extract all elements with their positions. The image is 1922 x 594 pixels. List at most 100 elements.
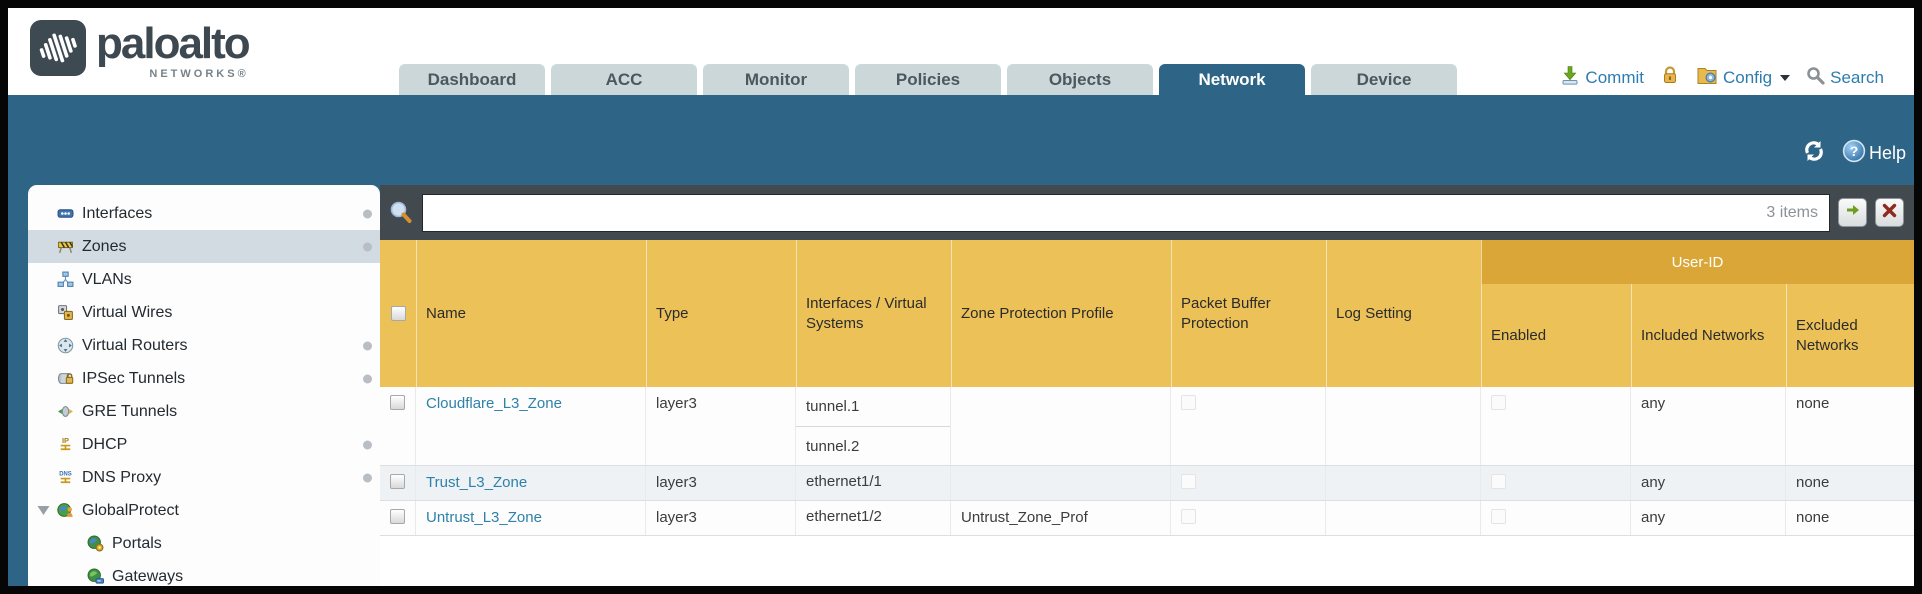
status-dot <box>363 341 372 350</box>
expand-caret-icon[interactable] <box>36 504 51 517</box>
status-dot <box>363 209 372 218</box>
tab-dashboard[interactable]: Dashboard <box>399 64 545 95</box>
commit-button[interactable]: Commit <box>1560 65 1644 90</box>
cell-excluded-networks: none <box>1796 509 1830 526</box>
cell-packet-buffer <box>1171 387 1326 465</box>
cell-type: layer3 <box>646 387 796 465</box>
tab-policies[interactable]: Policies <box>855 64 1001 95</box>
packet-buffer-checkbox[interactable] <box>1181 474 1196 489</box>
sidebar-item-virtual-routers[interactable]: Virtual Routers <box>28 329 380 362</box>
config-dropdown[interactable]: Config <box>1696 65 1791 90</box>
enabled-checkbox[interactable] <box>1491 474 1506 489</box>
config-icon <box>1696 65 1718 90</box>
dns-proxy-icon: DNS <box>56 468 75 487</box>
tab-device[interactable]: Device <box>1311 64 1457 95</box>
sidebar-item-globalprotect[interactable]: GlobalProtect <box>28 494 380 527</box>
col-log-setting[interactable]: Log Setting <box>1326 240 1481 387</box>
cell-excluded-networks: none <box>1796 474 1830 491</box>
col-enabled[interactable]: Enabled <box>1481 284 1631 387</box>
sidebar-item-label: Virtual Routers <box>82 336 188 354</box>
sidebar-item-label: GlobalProtect <box>82 501 179 519</box>
row-checkbox[interactable] <box>390 395 405 410</box>
top-actions: Commit <box>1560 65 1884 90</box>
sidebar-item-label: Virtual Wires <box>82 303 173 321</box>
green-arrow-icon <box>1845 202 1861 223</box>
cell-type: layer3 <box>646 466 796 500</box>
cell-log-setting <box>1326 466 1481 500</box>
sidebar-item-portals[interactable]: Portals <box>28 527 380 560</box>
zone-name-link[interactable]: Untrust_L3_Zone <box>426 509 542 526</box>
sidebar-item-gateways[interactable]: Gateways <box>28 560 380 586</box>
red-x-icon <box>1882 203 1897 223</box>
sidebar-item-ipsec-tunnels[interactable]: IPSec Tunnels <box>28 362 380 395</box>
cell-included-networks: any <box>1631 466 1786 500</box>
cell-packet-buffer <box>1171 466 1326 500</box>
sidebar-item-virtual-wires[interactable]: Virtual Wires <box>28 296 380 329</box>
sidebar-item-label: Interfaces <box>82 204 153 222</box>
cell-select <box>380 501 416 535</box>
help-icon: ? <box>1842 139 1866 168</box>
sidebar-item-zones[interactable]: Zones <box>28 230 380 263</box>
ipsec-tunnels-icon <box>56 369 75 388</box>
gre-tunnels-icon <box>56 402 75 421</box>
portals-icon <box>86 534 105 553</box>
sidebar-item-dns-proxy[interactable]: DNS DNS Proxy <box>28 461 380 494</box>
col-type[interactable]: Type <box>646 240 796 387</box>
col-name[interactable]: Name <box>416 240 646 387</box>
sidebar-item-gre-tunnels[interactable]: GRE Tunnels <box>28 395 380 428</box>
sidebar-item-label: IPSec Tunnels <box>82 369 186 387</box>
zone-name-link[interactable]: Cloudflare_L3_Zone <box>426 395 562 412</box>
cell-enabled <box>1481 387 1631 465</box>
enabled-checkbox[interactable] <box>1491 395 1506 410</box>
cell-select <box>380 387 416 465</box>
packet-buffer-checkbox[interactable] <box>1181 395 1196 410</box>
zone-name-link[interactable]: Trust_L3_Zone <box>426 474 528 491</box>
clear-filter-button[interactable] <box>1875 198 1904 227</box>
lock-button[interactable] <box>1660 65 1680 90</box>
cell-name: Cloudflare_L3_Zone <box>416 387 646 465</box>
packet-buffer-checkbox[interactable] <box>1181 509 1196 524</box>
enabled-checkbox[interactable] <box>1491 509 1506 524</box>
virtual-routers-icon <box>56 336 75 355</box>
commit-label: Commit <box>1585 67 1644 87</box>
sidebar-item-label: Zones <box>82 237 127 255</box>
apply-filter-button[interactable] <box>1838 198 1867 227</box>
commit-icon <box>1560 65 1580 90</box>
sidebar-item-vlans[interactable]: VLANs <box>28 263 380 296</box>
cell-enabled <box>1481 501 1631 535</box>
svg-text:IP: IP <box>62 436 69 445</box>
help-button[interactable]: ? Help <box>1842 139 1906 168</box>
sidebar-item-label: DNS Proxy <box>82 468 162 486</box>
brand-name: paloalto <box>96 19 251 68</box>
row-checkbox[interactable] <box>390 474 405 489</box>
col-excluded-networks[interactable]: Excluded Networks <box>1786 284 1914 387</box>
table-header: Name Type Interfaces / Virtual Systems Z… <box>380 240 1914 387</box>
sidebar-item-interfaces[interactable]: Interfaces <box>28 197 380 230</box>
col-zone-protection[interactable]: Zone Protection Profile <box>951 240 1171 387</box>
refresh-button[interactable] <box>1802 139 1826 168</box>
col-interfaces[interactable]: Interfaces / Virtual Systems <box>796 240 951 387</box>
global-search-button[interactable]: Search <box>1806 66 1884 90</box>
tab-objects[interactable]: Objects <box>1007 64 1153 95</box>
table-search-icon <box>388 200 414 226</box>
row-checkbox[interactable] <box>390 509 405 524</box>
tab-network[interactable]: Network <box>1159 64 1305 95</box>
virtual-wires-icon <box>56 303 75 322</box>
status-dot <box>363 473 372 482</box>
paloalto-logo-icon <box>30 20 86 76</box>
col-group-user-id: User-ID <box>1481 240 1914 284</box>
cell-interfaces: ethernet1/2 <box>796 501 951 535</box>
col-included-networks[interactable]: Included Networks <box>1631 284 1786 387</box>
tab-monitor[interactable]: Monitor <box>703 64 849 95</box>
select-all-cell <box>380 240 416 387</box>
cell-log-setting <box>1326 501 1481 535</box>
status-dot <box>363 242 372 251</box>
col-packet-buffer[interactable]: Packet Buffer Protection <box>1171 240 1326 387</box>
tab-acc[interactable]: ACC <box>551 64 697 95</box>
select-all-checkbox[interactable] <box>390 306 406 321</box>
filter-input[interactable] <box>422 193 1830 232</box>
interface-entry: ethernet1/1 <box>806 473 882 490</box>
